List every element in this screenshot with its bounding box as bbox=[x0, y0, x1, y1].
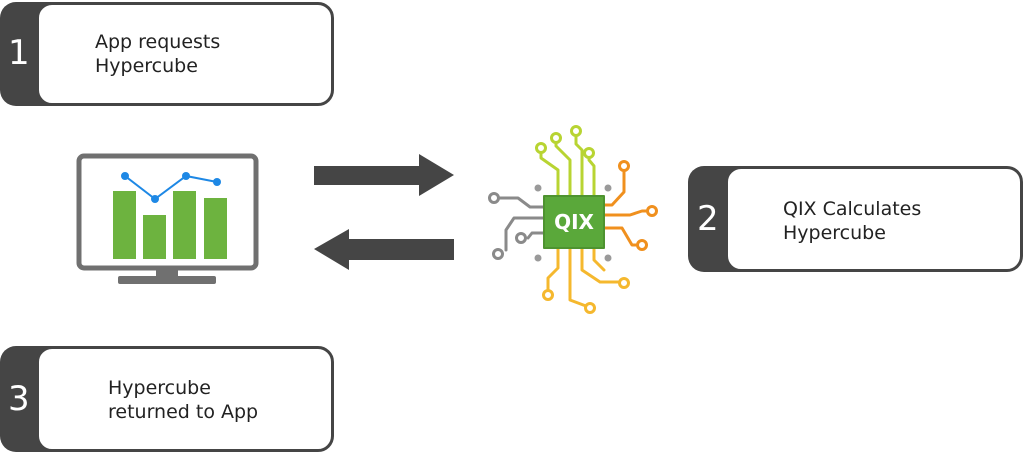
step-card-1: 1 App requests Hypercube bbox=[0, 0, 335, 108]
step-description-line: Hypercube bbox=[95, 55, 198, 77]
monitor-screen bbox=[76, 153, 259, 271]
chip-label: QIX bbox=[554, 210, 594, 234]
circuit-trace bbox=[602, 226, 640, 247]
arrow-right-icon bbox=[314, 154, 454, 196]
step-description-line: Hypercube bbox=[108, 377, 211, 399]
circuit-node bbox=[636, 239, 648, 251]
chart-point bbox=[213, 178, 221, 186]
step-box bbox=[725, 166, 1023, 272]
step-description-line: Hypercube bbox=[783, 222, 886, 244]
circuit-node bbox=[488, 192, 500, 204]
chart-point bbox=[121, 172, 129, 180]
circuit-dot bbox=[604, 184, 612, 192]
chart-point bbox=[182, 172, 190, 180]
step-description: QIX Calculates Hypercube bbox=[783, 197, 921, 245]
circuit-chip-icon: QIX bbox=[488, 125, 658, 314]
circuit-trace bbox=[574, 133, 584, 198]
chart-bar bbox=[113, 191, 136, 259]
step-box bbox=[36, 2, 334, 106]
step-number: 1 bbox=[8, 33, 30, 73]
circuit-trace bbox=[580, 246, 622, 284]
circuit-trace bbox=[602, 168, 626, 207]
circuit-trace bbox=[587, 155, 596, 198]
circuit-node bbox=[584, 302, 596, 314]
step-number: 3 bbox=[8, 379, 30, 419]
circuit-trace bbox=[568, 246, 588, 308]
circuit-node bbox=[618, 160, 630, 172]
chart-bar bbox=[204, 198, 227, 259]
step-description: Hypercube returned to App bbox=[108, 376, 258, 424]
chart-bar bbox=[173, 191, 196, 259]
circuit-dot bbox=[534, 184, 542, 192]
circuit-node bbox=[570, 125, 582, 137]
step-description-line: returned to App bbox=[108, 401, 259, 423]
circuit-trace bbox=[526, 231, 546, 240]
circuit-node bbox=[515, 232, 527, 244]
circuit-dot bbox=[604, 254, 612, 262]
circuit-trace bbox=[602, 209, 650, 217]
chart-line bbox=[124, 174, 218, 201]
step-number: 2 bbox=[697, 199, 719, 239]
circuit-node bbox=[492, 248, 504, 260]
monitor-stand-neck bbox=[156, 268, 178, 277]
step-description: App requests Hypercube bbox=[95, 30, 220, 78]
chart-bar bbox=[143, 215, 166, 259]
arrow-left-icon bbox=[314, 229, 454, 270]
chip-body bbox=[543, 195, 605, 249]
step-description-line: QIX Calculates bbox=[783, 198, 922, 220]
monitor-stand-base bbox=[118, 276, 216, 284]
circuit-node bbox=[583, 147, 595, 159]
circuit-node bbox=[550, 132, 562, 144]
chart-point bbox=[151, 195, 159, 203]
circuit-node bbox=[618, 277, 630, 289]
step-card-2: 2 QIX Calculates Hypercube bbox=[688, 166, 1024, 274]
circuit-trace bbox=[592, 246, 606, 272]
step-box bbox=[36, 346, 334, 452]
monitor-dashboard-icon bbox=[76, 153, 259, 284]
step-description-line: App requests bbox=[95, 31, 221, 53]
circuit-trace bbox=[539, 150, 560, 198]
step-card-3: 3 Hypercube returned to App bbox=[0, 344, 335, 452]
circuit-trace bbox=[496, 196, 546, 209]
circuit-trace bbox=[546, 246, 560, 293]
circuit-trace bbox=[504, 216, 546, 252]
circuit-node bbox=[542, 289, 554, 301]
circuit-node bbox=[535, 142, 547, 154]
circuit-dot bbox=[534, 254, 542, 262]
circuit-node bbox=[646, 205, 658, 217]
